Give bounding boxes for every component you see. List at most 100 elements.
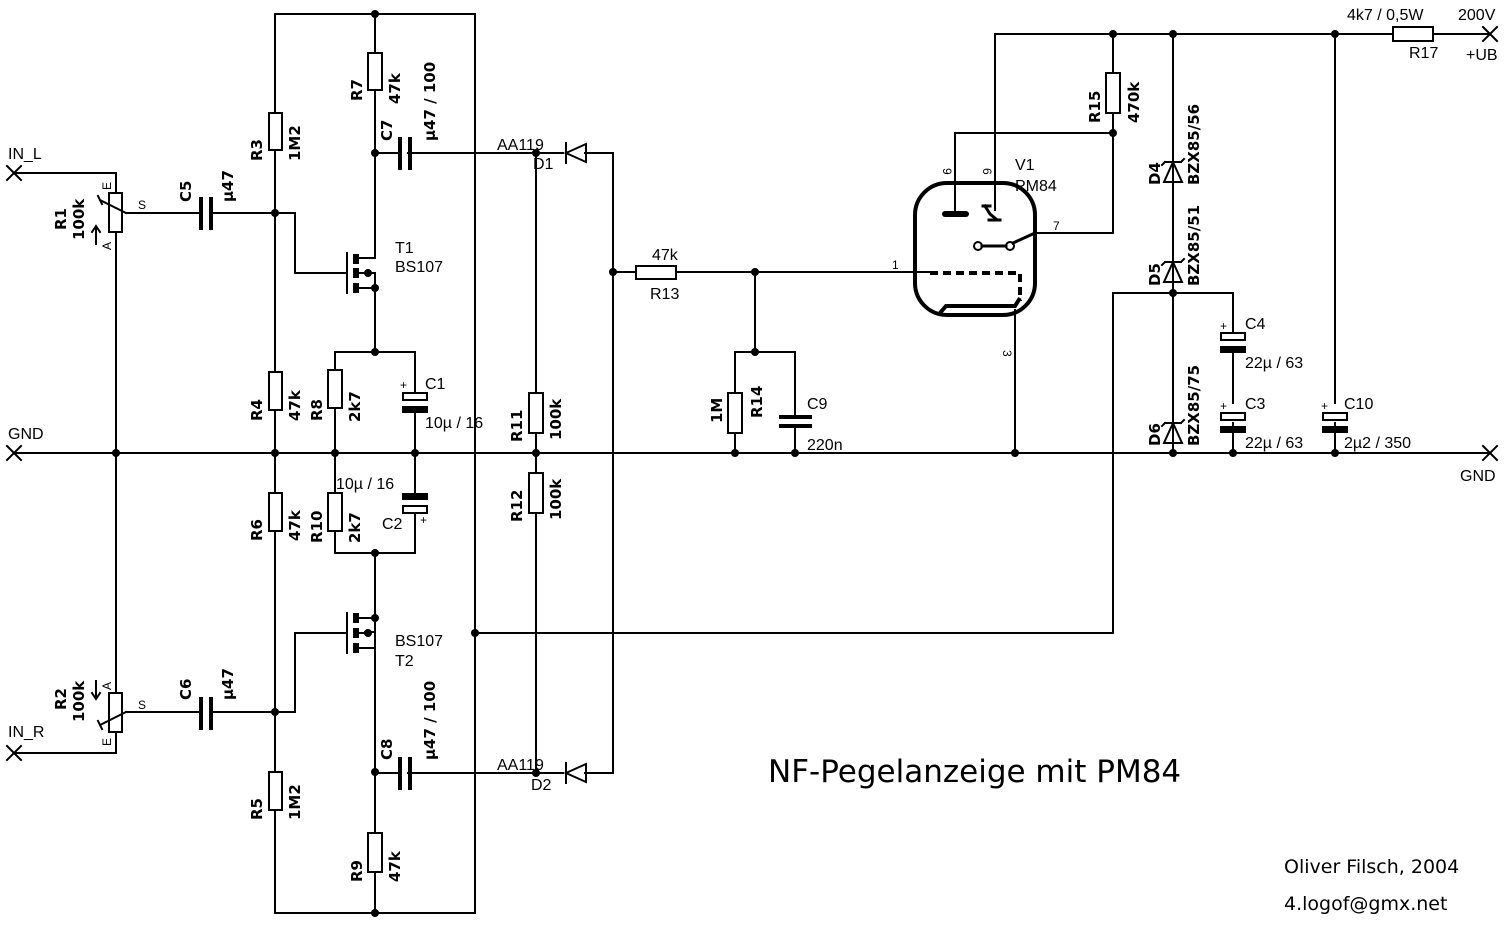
resistor-r10[interactable] [327,492,343,532]
port-in-r-cross[interactable] [5,744,23,762]
junctions [112,10,1339,917]
capacitor-c6-plate2[interactable] [209,697,213,730]
capacitor-c7-plate2[interactable] [408,137,412,170]
capacitor-c2-plus-plate[interactable] [402,505,428,514]
junction-dot [532,149,540,157]
zener-d5[interactable] [1160,257,1186,283]
diodes [563,142,1186,784]
wire-s2 [125,632,346,713]
capacitor-c1-minus-plate[interactable] [402,406,428,413]
c1-plus-sign: + [400,378,407,392]
resistor-r7[interactable] [367,52,383,91]
resistor-r17[interactable] [1392,26,1434,42]
capacitor-c3-minus-plate[interactable] [1220,426,1246,433]
potentiometer-r2[interactable] [108,692,123,733]
zener-d4[interactable] [1160,157,1186,183]
r2-pin-s: S [138,698,146,712]
t2-ref: T2 [395,653,414,670]
r9-value: 47k [386,850,404,882]
port-in-l-cross[interactable] [5,164,23,182]
resistor-r14[interactable] [727,392,743,434]
r4-ref: R4 [248,399,266,421]
capacitor-c10-plus-plate[interactable] [1322,412,1348,421]
potentiometer-r1-wiper[interactable] [96,194,128,215]
port-gnd-left-cross[interactable] [5,444,23,462]
capacitor-c9-plate1[interactable] [779,415,812,419]
junction-dot [371,768,379,776]
d6-value: BZX85/75 [1185,365,1203,446]
junction-dot [751,268,759,276]
port-gnd-right-cross[interactable] [1481,444,1499,462]
diode-d1[interactable] [563,142,587,164]
d6-ref: D6 [1146,423,1164,446]
junction-dot [532,769,540,777]
c10-plus-sign: + [1321,399,1328,413]
wire-s1 [125,212,346,274]
c1-ref: C1 [425,376,446,393]
diode-d2[interactable] [563,762,587,784]
resistors [90,26,1434,873]
capacitor-c8-plate2[interactable] [408,757,412,790]
junction-dot [1109,129,1117,137]
capacitor-c8-plate1[interactable] [398,757,402,790]
junction-dot [751,348,759,356]
r13-value: 47k [652,247,679,264]
c3-value: 22µ / 63 [1245,435,1303,452]
t2-channel-source [353,613,359,623]
capacitor-c2-minus-plate[interactable] [402,493,428,500]
resistor-r15[interactable] [1105,72,1121,114]
port-in-r-label: IN_R [8,724,44,741]
c5-value: µ47 [219,170,237,202]
c10-value: 2µ2 / 350 [1344,435,1411,452]
r2-pin-a: A [100,682,114,690]
t1-channel-body [353,268,359,278]
resistor-r9[interactable] [367,832,383,873]
capacitor-c9-plate2[interactable] [779,424,812,428]
author-credit: Oliver Filsch, 2004 [1284,856,1459,878]
mosfet-t2[interactable] [346,612,376,654]
r17-ref: R17 [1409,45,1438,62]
r3-value: 1M2 [286,125,304,161]
resistor-r6[interactable] [268,492,283,532]
r1-pin-a: A [100,242,114,250]
r5-value: 1M2 [286,784,304,820]
tube-v1[interactable] [913,181,1037,317]
resistor-r4[interactable] [268,371,283,411]
junction-dot [1331,30,1339,38]
junction-dot [1109,30,1117,38]
resistor-r13[interactable] [635,265,677,280]
port-ub-cross[interactable] [1481,25,1499,43]
junction-dot [731,449,739,457]
zener-d6[interactable] [1160,418,1186,444]
resistor-r11[interactable] [528,392,544,434]
capacitor-c10-minus-plate[interactable] [1322,426,1348,433]
r17-value: 4k7 / 0,5W [1347,7,1424,24]
resistor-r5[interactable] [268,771,283,811]
capacitor-c4-plus-plate[interactable] [1220,332,1246,341]
capacitor-c3-plus-plate[interactable] [1220,412,1246,421]
resistor-r12[interactable] [528,472,544,514]
capacitor-c6-plate1[interactable] [199,697,203,730]
capacitor-c1-plus-plate[interactable] [402,392,428,401]
c2-ref: C2 [382,516,403,533]
c9-value: 220n [807,437,843,454]
resistor-r8[interactable] [327,369,343,409]
potentiometer-r2-wiper[interactable] [96,710,128,731]
capacitor-c5-plate1[interactable] [199,197,203,230]
resistor-r3[interactable] [268,112,283,151]
c4-plus-sign: + [1220,319,1227,333]
t2-leads [358,617,376,649]
author-email[interactable]: 4.logof@gmx.net [1284,893,1447,915]
capacitor-c4-minus-plate[interactable] [1220,346,1246,353]
v1-value: PM84 [1015,178,1057,195]
d5-ref: D5 [1146,263,1164,286]
r6-value: 47k [286,509,304,541]
v1-pin-3: 3 [1000,350,1014,357]
capacitors [199,137,1348,790]
junction-dot [371,10,379,18]
capacitor-c5-plate2[interactable] [209,197,213,230]
mosfet-t1[interactable] [346,252,376,294]
capacitor-c7-plate1[interactable] [398,137,402,170]
c3-plus-sign: + [1220,399,1227,413]
potentiometer-r1[interactable] [108,192,123,233]
